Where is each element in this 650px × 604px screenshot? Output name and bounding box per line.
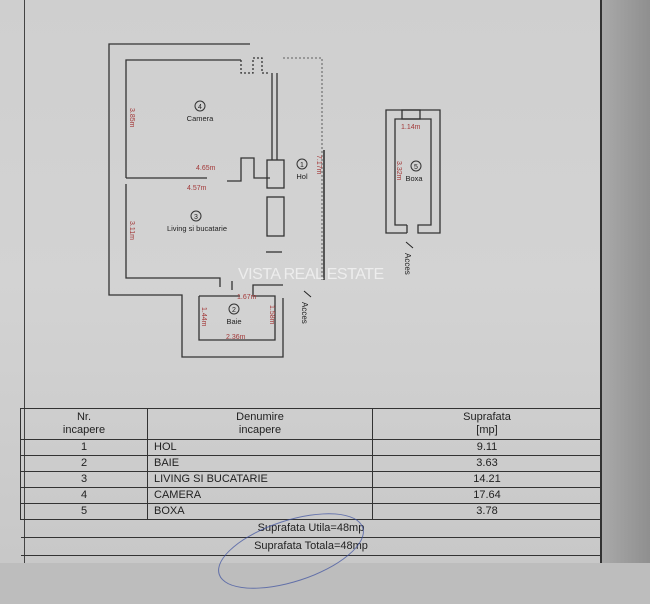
cell-area: 3.63 (372, 455, 602, 472)
cell-area: 9.11 (372, 439, 602, 456)
hol-dashed-wall (283, 57, 323, 280)
room-2-circle (228, 303, 240, 315)
page-edge-shadow (602, 0, 650, 563)
header-nr: Nr.incapere (20, 408, 148, 440)
room-3-circle (190, 210, 202, 222)
access-arrow-boxa (405, 241, 414, 249)
room-5-name: Boxa (405, 174, 423, 183)
room-1-circle (296, 158, 308, 170)
access-label-boxa: Acces (403, 253, 412, 275)
dim-camera-width: 4.65m (196, 165, 216, 172)
room-1-name: Hol (296, 172, 308, 181)
cell-name: CAMERA (147, 487, 373, 504)
boxa-window (401, 109, 421, 120)
cell-nr: 4 (20, 487, 148, 504)
room-5-number: 5 (414, 164, 418, 171)
room-4-circle (194, 100, 206, 112)
dimension-labels: 3.85m 4.65m 4.57m 3.11m 7.17m 1.67m 1.44… (128, 108, 421, 341)
room-4-number: 4 (198, 104, 202, 111)
room-3-number: 3 (194, 214, 198, 221)
frame-border-left (24, 0, 25, 563)
access-label-main: Acces (300, 302, 309, 324)
cell-nr: 2 (20, 455, 148, 472)
dim-baie-left: 1.44m (200, 307, 207, 327)
room-2-number: 2 (232, 307, 236, 314)
living-wall (125, 184, 221, 287)
cell-area: 14.21 (372, 471, 602, 488)
dim-baie-right: 1.58m (268, 305, 275, 325)
room-labels: 4 Camera 1 Hol 3 Living si bucatarie 2 B… (167, 100, 423, 326)
room-4-name: Camera (187, 114, 215, 123)
outer-wall (108, 43, 284, 358)
cell-area: 3.78 (372, 503, 602, 520)
cell-name: LIVING SI BUCATARIE (147, 471, 373, 488)
access-arrow-main (303, 290, 312, 298)
dim-baie-bottom: 2.36m (226, 334, 246, 341)
boxa-wall (385, 109, 441, 234)
dim-living-width: 4.57m (187, 185, 207, 192)
total-area: Suprafata Totala=48mp (20, 537, 602, 556)
chimney-wall (227, 157, 270, 182)
dim-living-height: 3.11m (128, 221, 135, 240)
cell-name: BAIE (147, 455, 373, 472)
cell-nr: 1 (20, 439, 148, 456)
frame-border-right (600, 0, 602, 563)
watermark: VISTA REAL ESTATE (238, 266, 384, 283)
cell-name: HOL (147, 439, 373, 456)
total-area-row: Suprafata Totala=48mp (20, 537, 602, 556)
access-labels: Acces Acces (300, 241, 414, 324)
cell-area: 17.64 (372, 487, 602, 504)
cell-nr: 5 (20, 503, 148, 520)
room-5-circle (410, 160, 422, 172)
header-area: Suprafata[mp] (372, 408, 602, 440)
column-block-2 (266, 196, 285, 237)
dim-boxa-width: 1.14m (401, 124, 421, 131)
camera-dashed-wall (240, 57, 270, 74)
camera-inner-wall (125, 59, 241, 178)
floor-plan: 4 Camera 1 Hol 3 Living si bucatarie 2 B… (108, 43, 441, 358)
room-1-number: 1 (300, 162, 304, 169)
baie-wall (198, 284, 283, 341)
dim-hol-length: 7.17m (315, 155, 322, 175)
dim-camera-height: 3.85m (128, 108, 135, 128)
dim-boxa-length: 3.32m (395, 161, 402, 181)
dim-baie-top: 1.67m (237, 294, 257, 301)
room-2-name: Baie (226, 317, 241, 326)
column-block (266, 159, 285, 189)
room-3-name: Living si bucatarie (167, 224, 227, 233)
cell-nr: 3 (20, 471, 148, 488)
walls (108, 43, 441, 358)
